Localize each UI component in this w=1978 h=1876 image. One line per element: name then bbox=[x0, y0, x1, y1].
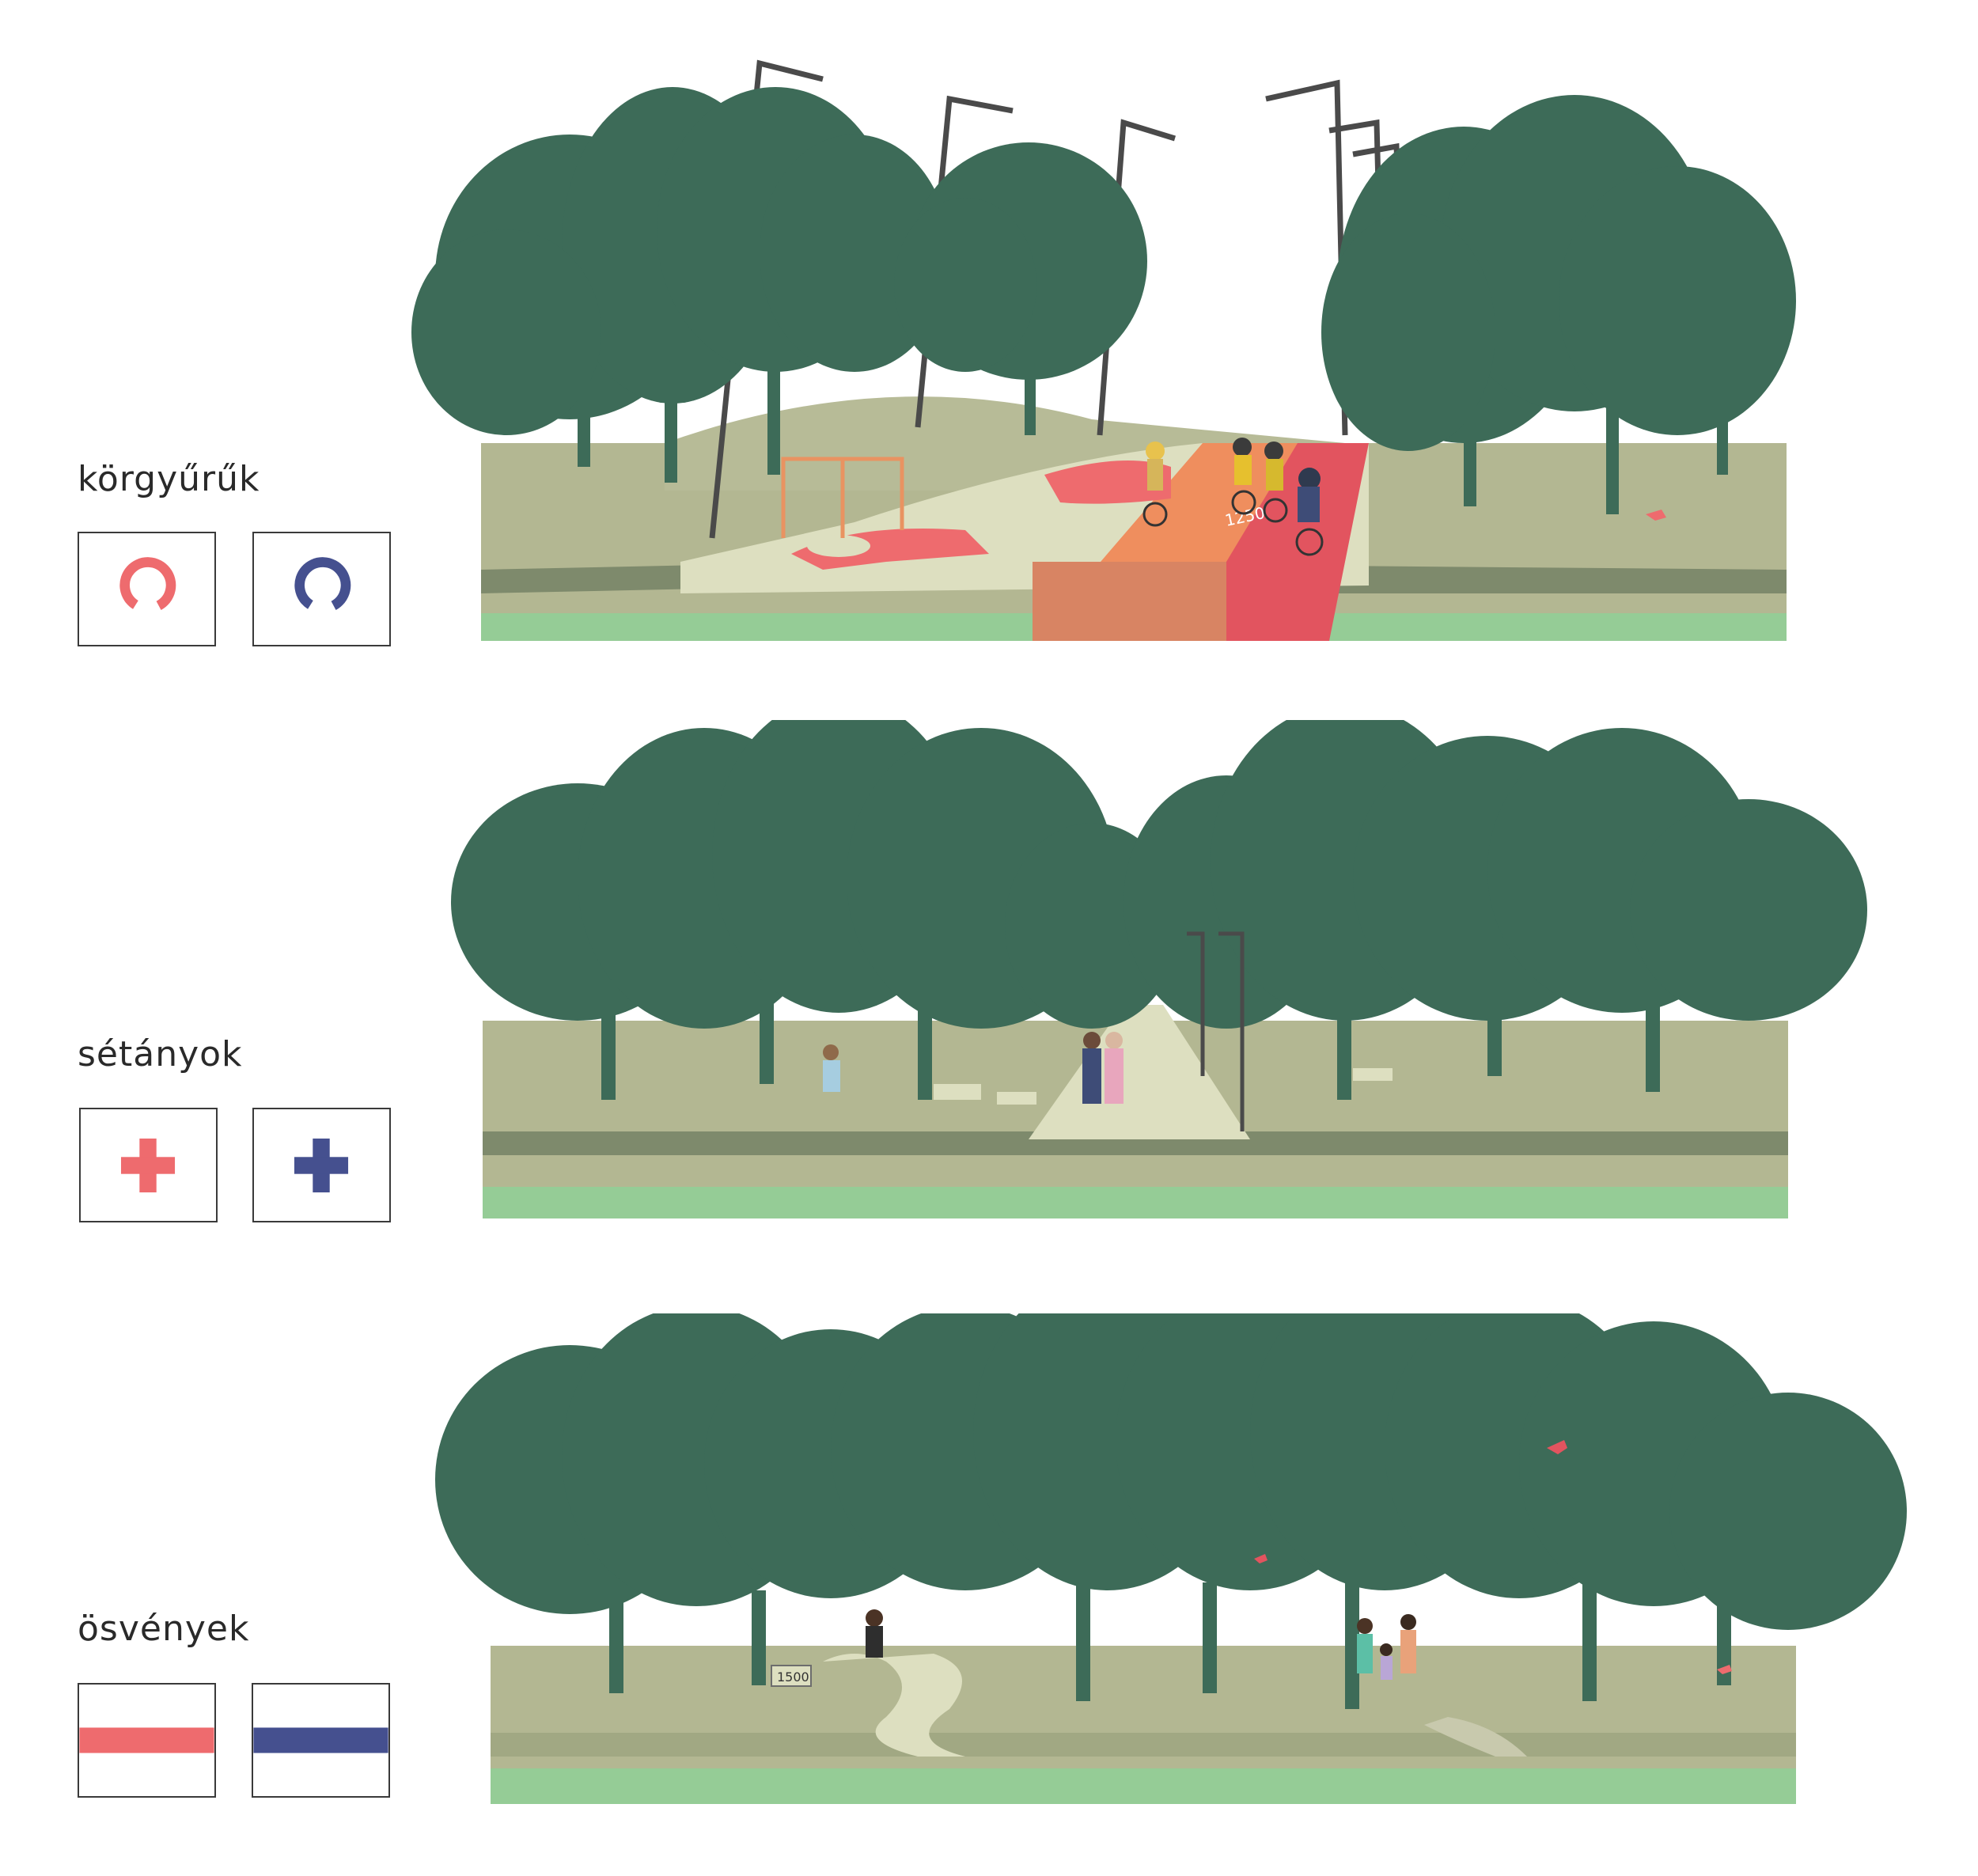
ring-symbol-red bbox=[78, 532, 216, 646]
ring-red-icon bbox=[119, 557, 176, 610]
fitness-frame bbox=[781, 457, 904, 538]
cross-red-icon bbox=[120, 1138, 176, 1193]
ring-blue-icon bbox=[294, 557, 351, 610]
cross-symbol-red bbox=[79, 1108, 218, 1222]
cross-blue-icon bbox=[294, 1138, 349, 1193]
bird-icon bbox=[1646, 510, 1666, 521]
ring-symbol-blue bbox=[252, 532, 391, 646]
benches bbox=[934, 1068, 1393, 1105]
stripe-blue-icon bbox=[253, 1727, 388, 1753]
walkers bbox=[823, 1032, 1124, 1104]
cross-symbol-blue bbox=[252, 1108, 391, 1222]
row-label-setanyok: sétányok bbox=[78, 1034, 243, 1074]
stripe-symbol-red bbox=[78, 1683, 216, 1798]
ring-road-illustration: 1250 bbox=[411, 59, 1796, 641]
promenade-canopy bbox=[451, 720, 1867, 1100]
trees-right bbox=[1321, 95, 1796, 514]
trees-left bbox=[411, 87, 1147, 483]
distance-marker-label: 1500 bbox=[777, 1669, 809, 1685]
row-label-korgyuruk: körgyűrűk bbox=[78, 459, 260, 499]
stripe-red-icon bbox=[79, 1727, 214, 1753]
cyclists bbox=[1142, 438, 1324, 556]
scene-osvenyek: 1500 bbox=[411, 1313, 1970, 1812]
scene-korgyuruk: 1250 bbox=[411, 47, 1820, 657]
bird-icon bbox=[1254, 1554, 1268, 1563]
family-walking bbox=[1357, 1614, 1416, 1680]
promenade-lamps bbox=[1187, 931, 1245, 1131]
distance-marker bbox=[771, 1665, 812, 1687]
forest-canopy bbox=[435, 1313, 1907, 1709]
row-label-osvenyek: ösvények bbox=[78, 1609, 250, 1649]
runner bbox=[866, 1609, 883, 1658]
bird-icon bbox=[1717, 1665, 1732, 1674]
promenade-illustration bbox=[451, 720, 1867, 1218]
forest-path-illustration: 1500 bbox=[435, 1313, 1907, 1804]
stripe-symbol-blue bbox=[252, 1683, 390, 1798]
scene-setanyok bbox=[443, 720, 1907, 1226]
bird-icon bbox=[1547, 1440, 1567, 1454]
